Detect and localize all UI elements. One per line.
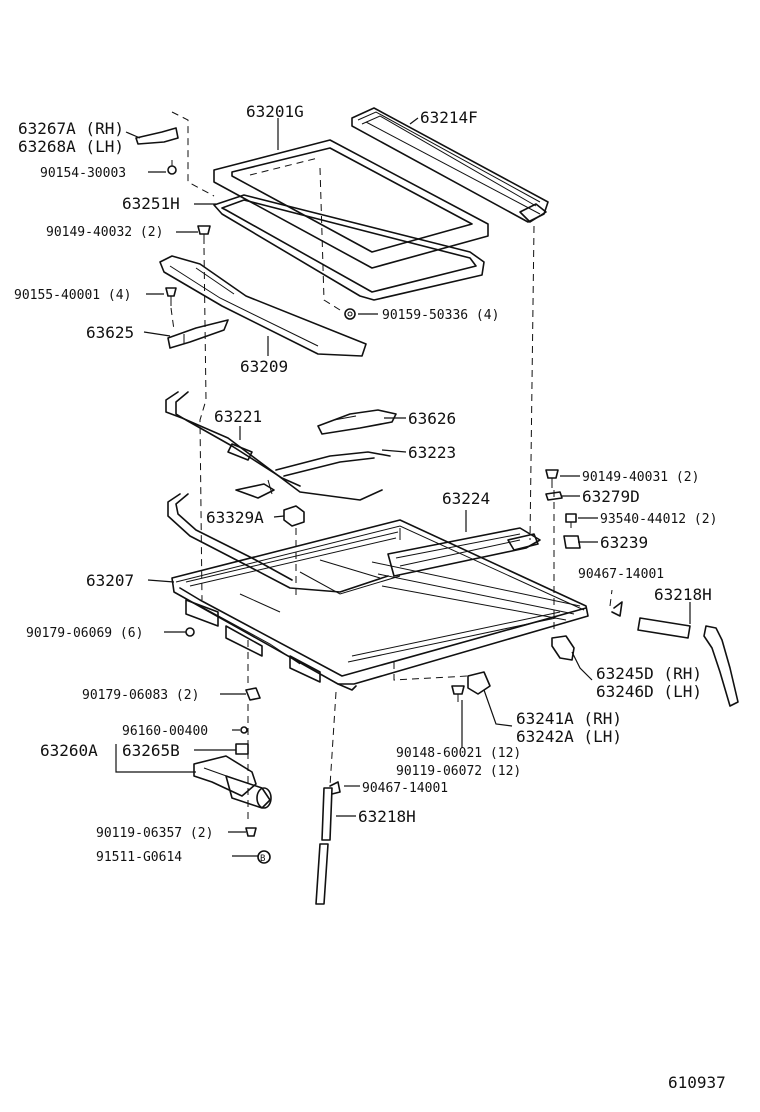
bracket-63626	[317, 409, 397, 435]
label-90179-06069: 90179-06069 (6)	[26, 626, 143, 641]
part-labels: 63267A (RH) 63268A (LH) 90154-30003 6320…	[14, 102, 726, 1092]
label-90149-40031: 90149-40031 (2)	[582, 470, 699, 485]
label-63329A: 63329A	[206, 508, 264, 527]
label-63241A: 63241A (RH)	[516, 709, 622, 728]
label-91511-G0614: 91511-G0614	[96, 850, 182, 865]
leader-lines	[115, 117, 691, 857]
label-63279D: 63279D	[582, 487, 640, 506]
label-63224: 63224	[442, 489, 490, 508]
label-90149-40032: 90149-40032 (2)	[46, 225, 163, 240]
label-90467-14001-lower: 90467-14001	[362, 781, 448, 796]
label-63242A: 63242A (LH)	[516, 727, 622, 746]
label-90119-06357: 90119-06357 (2)	[96, 826, 213, 841]
label-90154-30003: 90154-30003	[40, 166, 126, 181]
drive-cables	[165, 391, 391, 593]
label-90159-50336: 90159-50336 (4)	[382, 308, 499, 323]
label-96160-00400: 96160-00400	[122, 724, 208, 739]
fasteners	[135, 127, 623, 864]
label-63626: 63626	[408, 409, 456, 428]
weatherstrip	[213, 194, 485, 301]
wind-deflector	[351, 107, 549, 223]
guide-lines	[170, 111, 613, 820]
label-63221: 63221	[214, 407, 262, 426]
label-63246D: 63246D (LH)	[596, 682, 702, 701]
label-63207: 63207	[86, 571, 134, 590]
label-63218H-lower: 63218H	[358, 807, 416, 826]
label-63267A: 63267A (RH)	[18, 119, 124, 138]
label-63265B: 63265B	[122, 741, 180, 760]
drain-hoses	[315, 617, 739, 905]
label-63209: 63209	[240, 357, 288, 376]
switch-63329A	[283, 505, 305, 527]
label-93540-44012: 93540-44012 (2)	[600, 512, 717, 527]
glass-panel	[213, 139, 489, 269]
label-90179-06083: 90179-06083 (2)	[82, 688, 199, 703]
label-90467-14001-upper: 90467-14001	[578, 567, 664, 582]
label-90148-60021: 90148-60021 (12)	[396, 746, 521, 761]
label-63214F: 63214F	[420, 108, 478, 127]
label-63268A: 63268A (LH)	[18, 137, 124, 156]
label-63251H: 63251H	[122, 194, 180, 213]
guide-rail-63224	[387, 527, 541, 577]
label-90155-40001: 90155-40001 (4)	[14, 288, 131, 303]
label-63223: 63223	[408, 443, 456, 462]
label-63218H-upper: 63218H	[654, 585, 712, 604]
label-63260A: 63260A	[40, 741, 98, 760]
sunroof-motor	[193, 755, 272, 809]
label-63201G: 63201G	[246, 102, 304, 121]
bracket-63625	[167, 319, 229, 349]
sunroof-frame	[171, 519, 589, 691]
label-90119-06072: 90119-06072 (12)	[396, 764, 521, 779]
label-63239: 63239	[600, 533, 648, 552]
trim-panel	[159, 255, 367, 357]
label-63625: 63625	[86, 323, 134, 342]
figure-id: 610937	[668, 1073, 726, 1092]
label-63245D: 63245D (RH)	[596, 664, 702, 683]
circle-b-letter: B	[260, 854, 265, 864]
